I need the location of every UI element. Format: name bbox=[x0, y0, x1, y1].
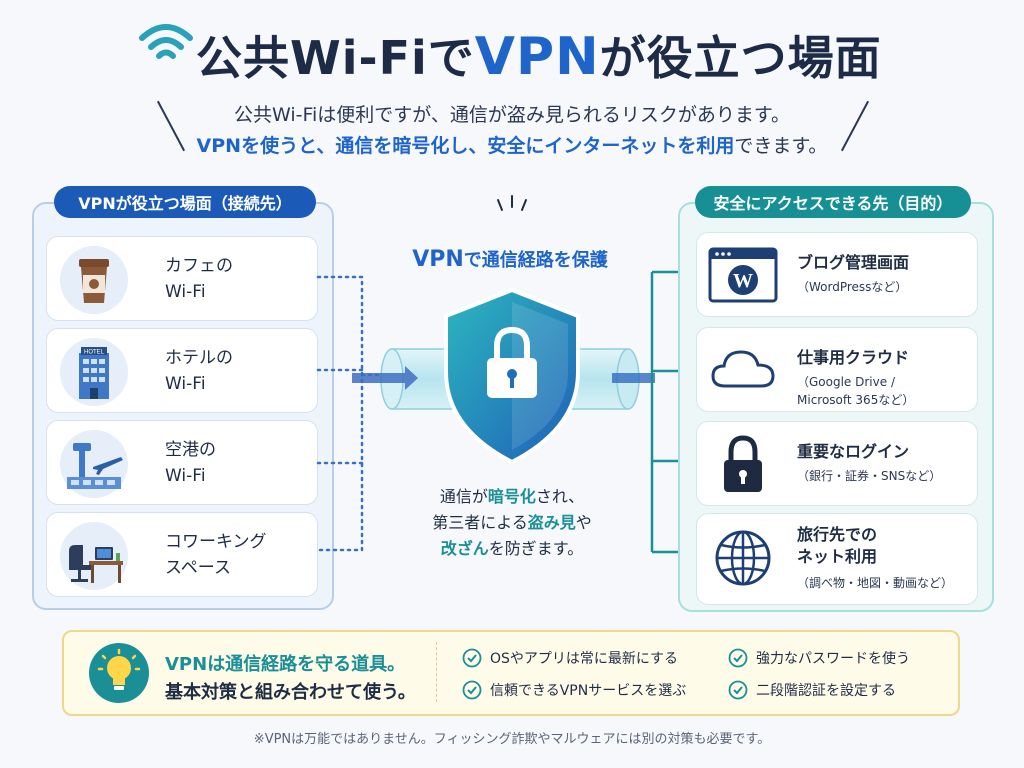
center-description: 通信が暗号化され、 第三者による盗み見や 改ざんを防ぎます。 bbox=[392, 484, 632, 562]
check-circle-icon bbox=[728, 680, 748, 700]
center-title: VPNで通信経路を保護 bbox=[380, 246, 640, 272]
title-highlight: VPN bbox=[474, 27, 600, 87]
check-circle-icon bbox=[462, 648, 482, 668]
place-card-airport: 空港の Wi-Fi bbox=[46, 420, 318, 505]
destination-card-blog: W ブログ管理画面 （WordPressなど） bbox=[696, 232, 978, 317]
desc-text: 第三者による bbox=[432, 513, 528, 532]
tips-box bbox=[62, 630, 960, 716]
tip-line-2: 基本対策と組み合わせて使う。 bbox=[165, 682, 416, 703]
safe-destinations-header: 安全にアクセスできる先（目的） bbox=[695, 186, 971, 218]
connection-places-header: VPNが役立つ場面（接続先） bbox=[54, 186, 316, 218]
data-flow-arrow-left bbox=[352, 366, 418, 390]
shield-lock-icon bbox=[444, 287, 580, 465]
checklist-item: 二段階認証を設定する bbox=[728, 680, 896, 700]
checklist-item: 強力なパスワードを使う bbox=[728, 648, 910, 668]
coffee-cup-icon bbox=[59, 245, 129, 315]
page-title: 公共Wi-FiでVPNが役立つ場面 bbox=[196, 22, 916, 87]
checklist-text: 二段階認証を設定する bbox=[756, 683, 896, 699]
check-circle-icon bbox=[728, 648, 748, 668]
cloud-icon bbox=[707, 338, 779, 402]
desc-text: 通信が bbox=[439, 487, 488, 506]
checklist-text: 信頼できるVPNサービスを選ぶ bbox=[490, 683, 687, 699]
center-title-highlight: VPN bbox=[412, 247, 464, 272]
spark-marks bbox=[497, 195, 527, 211]
place-label: 空港の Wi-Fi bbox=[165, 440, 216, 486]
place-label: ホテルの Wi-Fi bbox=[165, 348, 233, 394]
desc-text: を防ぎます。 bbox=[488, 539, 584, 558]
destination-title: 旅行先での ネット利用 bbox=[797, 525, 878, 566]
dotted-connectors bbox=[316, 275, 394, 552]
place-card-coworking: コワーキング スペース bbox=[46, 512, 318, 597]
title-suffix: が役立つ場面 bbox=[599, 31, 882, 85]
desc-highlight: 盗み見 bbox=[527, 513, 576, 532]
destination-title: 重要なログイン bbox=[797, 442, 910, 461]
wifi-icon bbox=[136, 16, 196, 68]
airport-plane-icon bbox=[59, 429, 129, 499]
title-prefix: 公共Wi-Fiで bbox=[196, 31, 475, 85]
check-circle-icon bbox=[462, 680, 482, 700]
desc-text: や bbox=[575, 513, 592, 532]
footnote: ※VPNは万能ではありません。フィッシング詐欺やマルウェアには別の対策も必要です… bbox=[253, 732, 771, 747]
center-title-rest: で通信経路を保護 bbox=[463, 250, 608, 271]
coworking-desk-icon bbox=[59, 521, 129, 591]
subtitle-line2: VPNを使うと、通信を暗号化し、安全にインターネットを利用できます。 bbox=[0, 131, 1024, 158]
subtitle-line2-highlight: VPNを使うと、通信を暗号化し、安全にインターネットを利用 bbox=[196, 135, 735, 157]
checklist-text: 強力なパスワードを使う bbox=[756, 651, 910, 667]
destination-title: ブログ管理画面 bbox=[797, 253, 910, 272]
place-card-cafe: カフェの Wi-Fi bbox=[46, 236, 318, 321]
destination-title: 仕事用クラウド bbox=[797, 348, 910, 367]
svg-text:W: W bbox=[733, 270, 753, 292]
hotel-building-icon: HOTEL bbox=[59, 337, 129, 407]
place-label: カフェの Wi-Fi bbox=[165, 256, 233, 302]
checklist-text: OSやアプリは常に最新にする bbox=[490, 651, 679, 667]
destination-card-travel: 旅行先での ネット利用 （調べ物・地図・動画など） bbox=[696, 513, 978, 605]
globe-icon bbox=[707, 524, 779, 588]
subtitle-line2-rest: できます。 bbox=[734, 135, 828, 157]
branch-arrows bbox=[650, 270, 682, 554]
checklist-item: OSやアプリは常に最新にする bbox=[462, 648, 678, 668]
destination-card-cloud: 仕事用クラウド （Google Drive / Microsoft 365など） bbox=[696, 327, 978, 412]
lightbulb-icon bbox=[88, 642, 150, 704]
destination-sub: （WordPressなど） bbox=[797, 280, 908, 294]
place-label: コワーキング スペース bbox=[165, 532, 267, 578]
tip-line-1: VPNは通信経路を守る道具。 bbox=[165, 654, 406, 675]
desc-highlight: 暗号化 bbox=[487, 487, 536, 506]
checklist-item: 信頼できるVPNサービスを選ぶ bbox=[462, 680, 686, 700]
wordpress-browser-icon: W bbox=[707, 243, 779, 307]
padlock-icon bbox=[707, 432, 779, 496]
destination-card-login: 重要なログイン （銀行・証券・SNSなど） bbox=[696, 421, 978, 506]
desc-highlight: 改ざん bbox=[440, 539, 489, 558]
subtitle-line1: 公共Wi-Fiは便利ですが、通信が盗み見られるリスクがあります。 bbox=[233, 104, 791, 126]
destination-sub: （調べ物・地図・動画など） bbox=[797, 576, 954, 590]
desc-text: され、 bbox=[535, 487, 585, 506]
destination-sub: （Google Drive / Microsoft 365など） bbox=[797, 375, 915, 407]
place-card-hotel: HOTEL ホテルの Wi-Fi bbox=[46, 328, 318, 413]
tips-divider bbox=[436, 642, 437, 702]
hotel-sign: HOTEL bbox=[84, 350, 105, 356]
data-flow-arrow-right bbox=[612, 373, 655, 383]
destination-sub: （銀行・証券・SNSなど） bbox=[797, 469, 942, 483]
